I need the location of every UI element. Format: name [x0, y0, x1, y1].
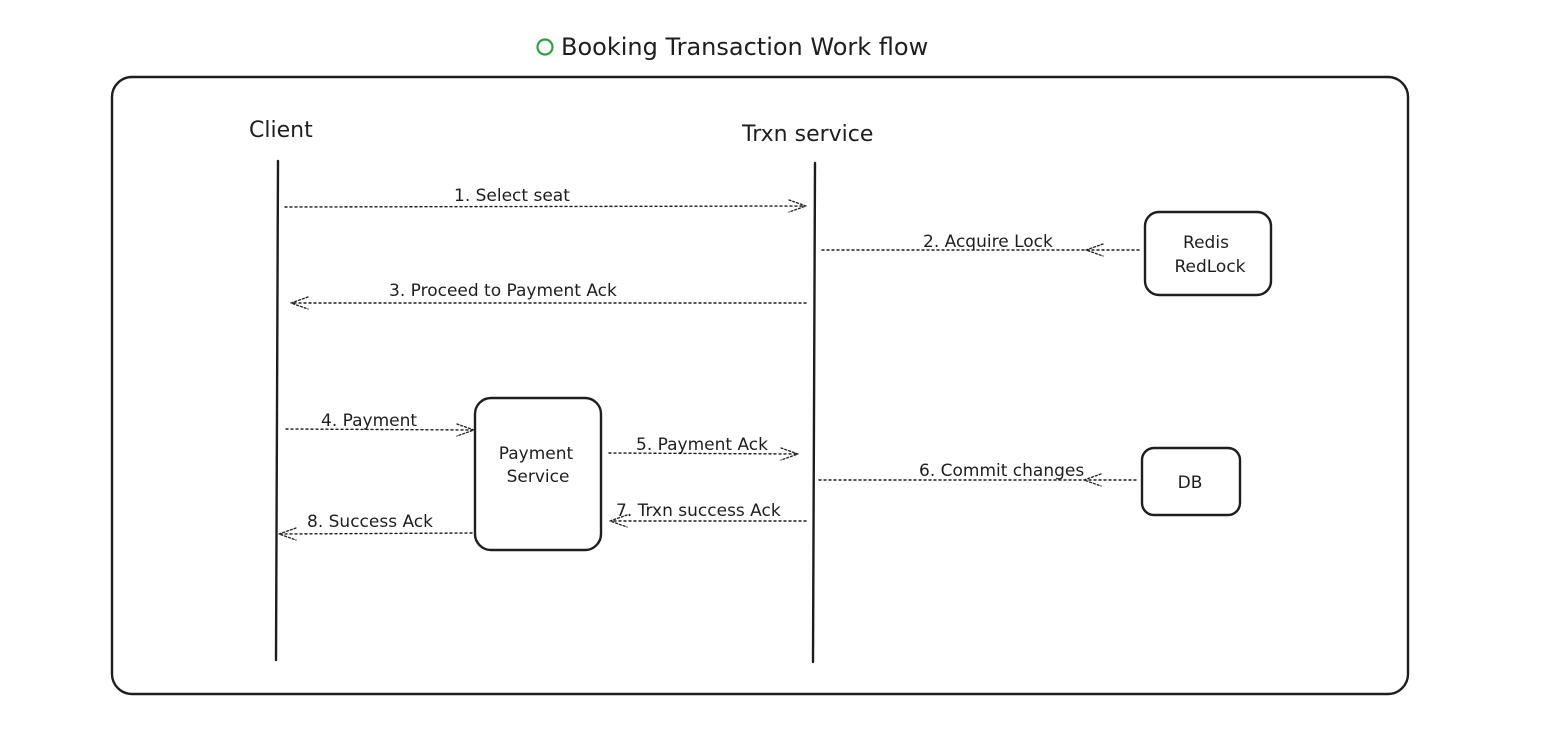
message-8-line	[280, 532, 473, 535]
node-db-label: DB	[1178, 473, 1203, 493]
lane-label-trxn-service: Trxn service	[741, 122, 873, 147]
message-4-line	[285, 428, 473, 431]
message-7: 7. Trxn success Ack	[609, 501, 807, 528]
message-8: 8. Success Ack	[278, 512, 473, 541]
diagram-title: Booking Transaction Work flow	[561, 33, 928, 61]
node-payment-service: Payment Service	[473, 396, 603, 552]
message-8-label: 8. Success Ack	[307, 512, 433, 532]
message-4: 4. Payment	[285, 411, 475, 437]
lifeline-trxn-service	[811, 161, 817, 664]
message-8-arrowhead	[278, 527, 297, 541]
message-2-label: 2. Acquire Lock	[923, 232, 1053, 252]
lifeline-client	[274, 159, 280, 662]
node-redis-redlock: Redis RedLock	[1143, 210, 1273, 297]
message-5-arrowhead	[780, 447, 799, 461]
lane-label-client: Client	[249, 118, 313, 143]
title-marker-icon	[536, 38, 554, 56]
message-1-label: 1. Select seat	[454, 186, 570, 206]
node-redis-line2: RedLock	[1174, 257, 1245, 277]
message-2: 2. Acquire Lock	[821, 232, 1141, 257]
message-2-arrowhead	[1085, 243, 1104, 257]
diagram-frame	[110, 75, 1410, 696]
message-5: 5. Payment Ack	[608, 435, 799, 461]
message-4-arrowhead	[456, 423, 475, 437]
message-6-arrowhead	[1083, 473, 1102, 487]
message-3-arrowhead	[290, 296, 309, 310]
node-db: DB	[1140, 446, 1242, 517]
message-5-line	[608, 452, 797, 455]
message-3-label: 3. Proceed to Payment Ack	[389, 281, 617, 301]
message-5-label: 5. Payment Ack	[636, 435, 768, 455]
message-1: 1. Select seat	[284, 186, 807, 213]
message-3: 3. Proceed to Payment Ack	[290, 281, 807, 310]
node-payment-line1: Payment	[499, 444, 574, 464]
message-6: 6. Commit changes	[818, 461, 1138, 487]
message-1-arrowhead	[788, 199, 807, 213]
message-1-line	[284, 205, 805, 208]
node-redis-line1: Redis	[1183, 233, 1229, 253]
node-payment-line2: Service	[507, 467, 570, 487]
message-4-label: 4. Payment	[321, 411, 417, 431]
message-7-arrowhead	[609, 514, 628, 528]
message-6-label: 6. Commit changes	[919, 461, 1084, 481]
message-7-label: 7. Trxn success Ack	[616, 501, 781, 521]
